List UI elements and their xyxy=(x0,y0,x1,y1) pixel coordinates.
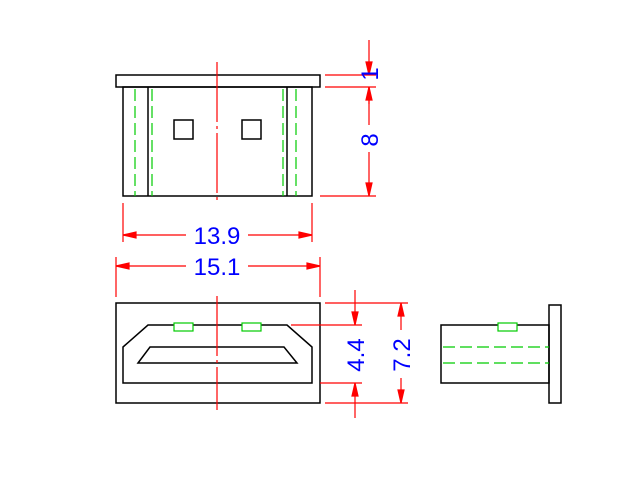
front-view xyxy=(115,296,321,410)
top-view-flange xyxy=(115,74,321,88)
dimension-outer-width: 15.1 xyxy=(194,254,241,281)
front-view-port-outer xyxy=(122,324,313,384)
side-view-latch xyxy=(497,322,518,332)
dimension-top-height: 1 xyxy=(357,67,384,80)
outer-width-dimension xyxy=(115,257,321,297)
side-view xyxy=(440,304,562,404)
top-view xyxy=(115,62,321,203)
inner-width-dimension xyxy=(122,203,313,242)
top-view-window-left xyxy=(173,119,194,140)
side-view-hidden-lines xyxy=(443,346,549,364)
front-view-outline xyxy=(115,302,321,404)
dimension-body-height: 8 xyxy=(357,133,384,146)
top-view-hidden-lines xyxy=(134,89,297,196)
top-view-window-right xyxy=(241,119,262,140)
dimension-overall-height: 7.2 xyxy=(389,338,416,371)
side-view-body xyxy=(440,324,550,384)
dimension-inner-width: 13.9 xyxy=(194,223,241,250)
front-view-latch-left xyxy=(173,322,194,332)
front-view-height-dimensions xyxy=(291,290,408,418)
side-view-flange xyxy=(548,304,562,404)
dimension-opening-height: 4.4 xyxy=(343,338,370,371)
top-view-height-dimensions xyxy=(320,40,376,197)
front-view-latch-right xyxy=(241,322,262,332)
front-view-port-inner xyxy=(136,346,299,364)
